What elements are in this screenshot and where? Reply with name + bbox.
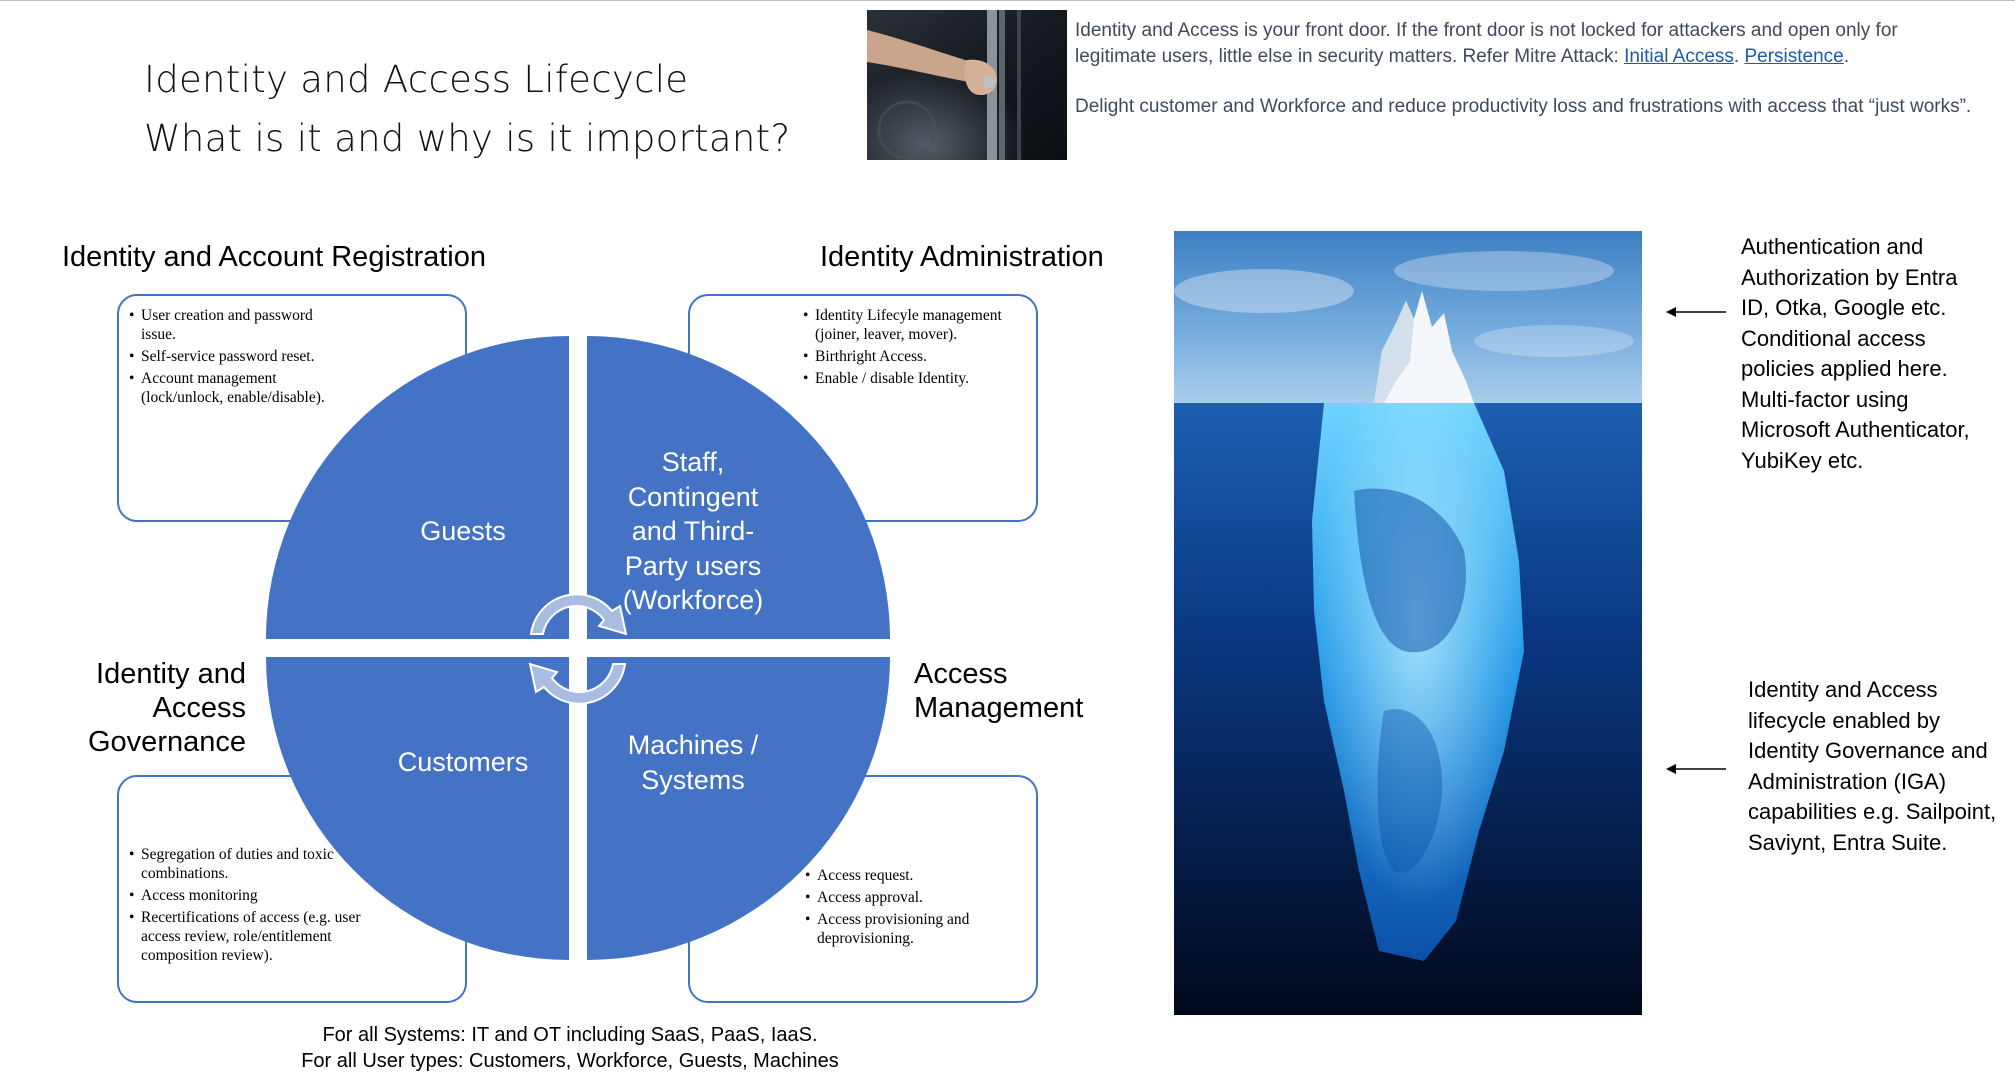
page-title: Identity and Access Lifecycle — [144, 58, 689, 101]
bullet-item: User creation and password issue. — [129, 306, 339, 344]
heading-identity-account-registration: Identity and Account Registration — [62, 241, 486, 273]
intro-paragraph-1: Identity and Access is your front door. … — [1075, 20, 1898, 67]
bullet-item: Enable / disable Identity. — [803, 369, 1028, 388]
bullet-item: Self-service password reset. — [129, 347, 339, 366]
bullet-item: Identity Lifecyle management (joiner, le… — [803, 306, 1028, 344]
iceberg-illustration — [1174, 231, 1642, 1015]
segment-guests — [266, 336, 569, 639]
bullet-item: Birthright Access. — [803, 347, 1028, 366]
page-subtitle: What is it and why is it important? — [144, 117, 791, 160]
segment-customers — [266, 657, 569, 960]
segment-label-customers: Customers — [397, 747, 529, 777]
segment-machines — [587, 657, 890, 960]
bullet-item: Account management (lock/unlock, enable/… — [129, 369, 339, 407]
arrow-left-icon — [1666, 764, 1726, 774]
bullet-item: Recertifications of access (e.g. user ac… — [129, 908, 361, 965]
note-authentication: Authentication and Authorization by Entr… — [1741, 234, 1970, 473]
persistence-link[interactable]: Persistence — [1744, 45, 1844, 67]
intro-text: Identity and Access is your front door. … — [1075, 18, 1975, 145]
bullet-item: Segregation of duties and toxic combinat… — [129, 845, 361, 883]
bullet-item: Access monitoring — [129, 886, 361, 905]
segment-label-workforce: Staff, Contingent and Third-Party users … — [622, 447, 764, 615]
bullet-item: Access approval. — [805, 888, 1030, 907]
segment-label-guests: Guests — [420, 516, 506, 546]
heading-identity-administration: Identity Administration — [820, 241, 1104, 273]
bullet-item: Access request. — [805, 866, 1030, 885]
heading-identity-access-governance: Identity and Access Governance — [88, 658, 246, 758]
note-iga: Identity and Access lifecycle enabled by… — [1748, 677, 1997, 855]
arrow-left-icon — [1666, 307, 1726, 317]
footer-line-user-types: For all User types: Customers, Workforce… — [301, 1050, 839, 1072]
intro-paragraph-2: Delight customer and Workforce and reduc… — [1075, 96, 1972, 117]
bullet-item: Access provisioning and deprovisioning. — [805, 910, 1030, 948]
footer-line-systems: For all Systems: IT and OT including Saa… — [322, 1024, 818, 1046]
segment-workforce — [587, 336, 890, 639]
segment-label-machines: Machines / Systems — [627, 730, 759, 795]
heading-access-management: Access Management — [914, 658, 1084, 724]
cycle-arrows-icon — [528, 593, 628, 705]
initial-access-link[interactable]: Initial Access — [1624, 45, 1734, 67]
door-handle-photo — [867, 10, 1067, 160]
top-border — [0, 0, 2015, 1]
